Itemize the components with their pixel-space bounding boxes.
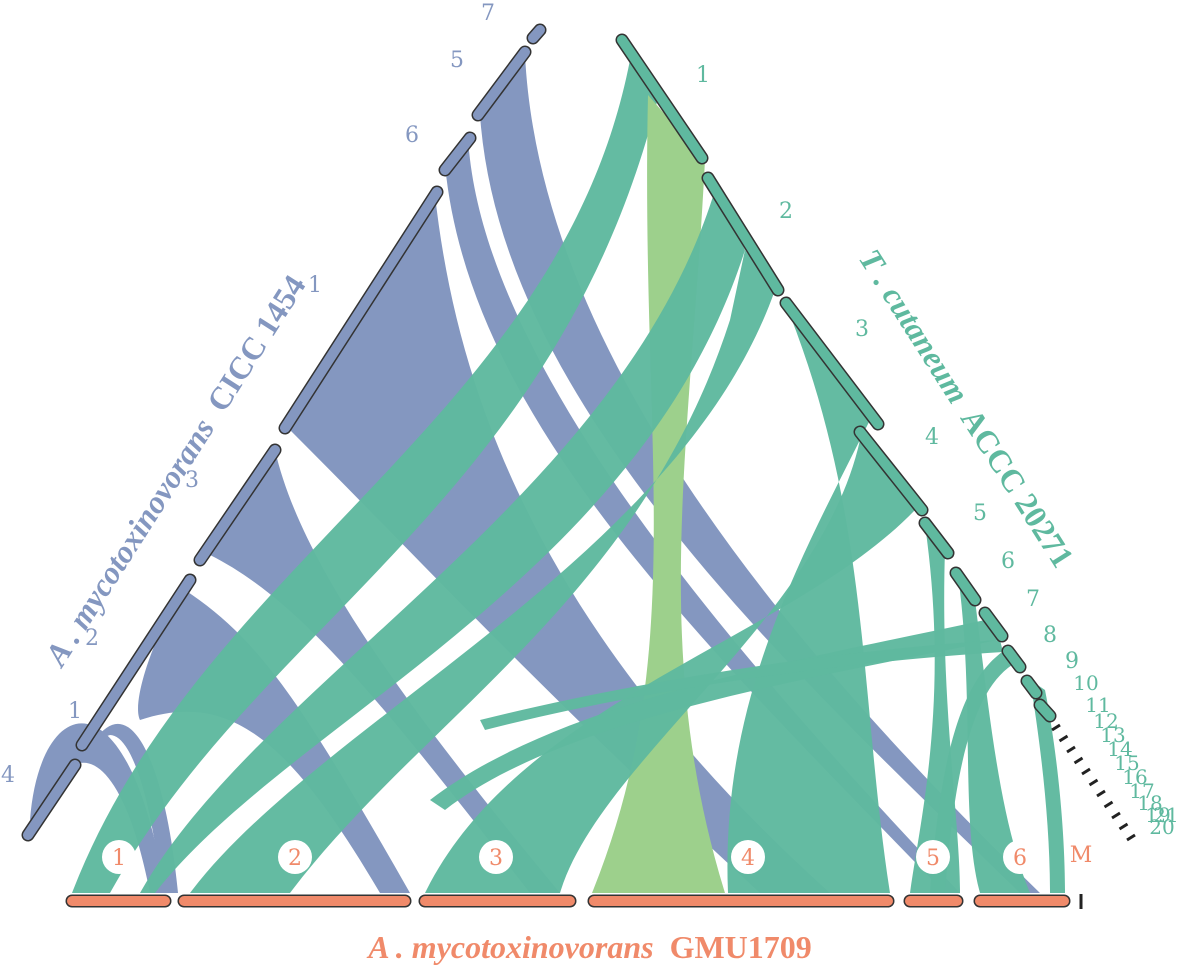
bottom-chromosome-label-3: 3 xyxy=(489,846,503,871)
bottom-chromosome-label-5: 5 xyxy=(926,846,940,871)
left-chromosome-bar-2 xyxy=(77,575,195,750)
right-chromosome-label-8: 8 xyxy=(1043,623,1057,648)
bottom-chromosome-badge-1 xyxy=(102,840,136,874)
right-chromosome-label-1: 1 xyxy=(696,63,710,88)
left-chromosome-label-1: 4 xyxy=(1,763,15,788)
right-scaffold-tick-13 xyxy=(1066,745,1076,754)
right-scaffold-tick-17 xyxy=(1096,789,1106,798)
right-chromosome-label-3: 3 xyxy=(855,317,869,342)
bottom-genome-title: A . mycotoxinovorans GMU1709 xyxy=(366,929,812,965)
right-chromosome-label-10: 10 xyxy=(1073,671,1098,695)
bottom-chromosome-badge-5 xyxy=(916,840,950,874)
bottom-chromosome-badge-3 xyxy=(479,840,513,874)
bottom-chromosome-badge-4 xyxy=(731,840,765,874)
left-genome-chromosomes xyxy=(21,23,547,842)
right-scaffold-tick-14 xyxy=(1073,756,1084,765)
left-title-strain: CICC 1454 xyxy=(199,269,312,418)
right-scaffold-tick-19 xyxy=(1111,811,1121,820)
left-chromosome-labels: 4 1 2 3 1 6 57 xyxy=(1,1,495,788)
right-chromosome-label-18: 18 xyxy=(1137,791,1162,815)
left-chromosome-label-4: 3 xyxy=(185,468,199,493)
right-scaffold-tick-15 xyxy=(1081,767,1091,776)
right-chromosome-bar-9 xyxy=(1022,676,1041,698)
right-title-strain: ACCC 20271 xyxy=(954,402,1081,574)
bottom-title-italic: A . mycotoxinovorans xyxy=(366,929,653,965)
right-chromosome-label-9: 9 xyxy=(1065,649,1079,674)
link-right-8-to-bottom-5 xyxy=(930,650,1012,893)
link-right-2-to-bottom-1 xyxy=(140,190,745,893)
right-chromosome-label-16: 16 xyxy=(1122,765,1147,789)
right-chromosome-label-7: 7 xyxy=(1026,587,1040,612)
right-chromosome-label-14: 14 xyxy=(1107,737,1132,761)
left-chromosome-label-5: 1 xyxy=(308,273,322,298)
link-left-1small-to-bottom-1 xyxy=(95,723,178,893)
right-chromosome-bar-1 xyxy=(617,35,707,163)
link-right-9-to-bottom-6 xyxy=(1030,680,1065,893)
right-chromosome-label-2: 2 xyxy=(779,199,793,224)
bottom-chromosome-labels: 1 2 3 4 5 6 M xyxy=(102,840,1092,874)
left-chromosome-bar-4 xyxy=(280,187,442,433)
right-chromosome-bar-10 xyxy=(1035,700,1055,721)
right-scaffold-tick-11 xyxy=(1051,723,1061,732)
link-right-4-to-bottom-3 xyxy=(425,440,915,893)
right-scaffold-tick-18 xyxy=(1103,800,1114,809)
right-chromosome-label-4: 4 xyxy=(925,425,939,450)
right-chromosome-label-13: 13 xyxy=(1100,723,1125,747)
synteny-links xyxy=(30,55,1065,893)
right-genome-chromosomes xyxy=(615,33,1136,842)
link-left-1-to-bottom-4 xyxy=(290,195,830,893)
link-right-6-to-bottom-6 xyxy=(958,575,1030,893)
bottom-chromosome-badge-2 xyxy=(278,840,312,874)
bottom-title-strain: GMU1709 xyxy=(670,929,812,965)
link-right-1-to-bottom-1 xyxy=(72,60,660,893)
right-chromosome-label-5: 5 xyxy=(973,501,987,526)
bottom-chromosome-label-6: 6 xyxy=(1013,846,1027,871)
right-chromosome-bar-8 xyxy=(1003,646,1025,672)
link-left-4-to-bottom-1 xyxy=(30,723,165,893)
right-scaffold-tick-21 xyxy=(1126,833,1136,842)
left-chromosome-bar-3 xyxy=(195,445,280,565)
left-chromosome-label-2: 1 xyxy=(68,699,82,724)
right-scaffold-tick-20 xyxy=(1118,822,1129,831)
right-chromosome-label-6: 6 xyxy=(1001,549,1015,574)
right-scaffold-tick-16 xyxy=(1088,778,1099,787)
right-chromosome-label-21: 21 xyxy=(1153,803,1178,827)
link-right-3-to-bottom-4 xyxy=(727,315,890,893)
left-chromosome-bar-6 xyxy=(473,47,530,120)
left-chromosome-bar-7 xyxy=(528,25,545,43)
bottom-mito-label: M xyxy=(1070,843,1093,868)
bottom-chromosome-label-1: 1 xyxy=(112,846,126,871)
right-chromosome-label-15: 15 xyxy=(1114,751,1139,775)
left-chromosome-bar-5 xyxy=(440,133,475,175)
left-chromosome-bar-1 xyxy=(23,760,80,840)
link-right-2-to-bottom-2 xyxy=(190,250,775,893)
left-chromosome-label-6: 6 xyxy=(405,123,419,148)
left-chromosome-label-7: 5 xyxy=(450,48,464,73)
right-chromosome-bar-3 xyxy=(781,298,883,429)
right-chromosome-label-19: 19 xyxy=(1145,803,1170,827)
left-chromosome-label-3: 2 xyxy=(85,626,99,651)
right-chromosome-bar-4 xyxy=(855,427,927,515)
link-right-5-to-bottom-5 xyxy=(910,525,960,893)
link-right-7-to-bottom-2 xyxy=(430,620,998,810)
right-scaffold-tick-12 xyxy=(1058,734,1069,743)
right-chromosome-bar-5 xyxy=(920,518,953,558)
right-chromosome-label-12: 12 xyxy=(1093,709,1118,733)
right-chromosome-bar-2 xyxy=(703,173,783,295)
left-chromosome-label-8: 7 xyxy=(481,1,495,26)
bottom-chromosome-label-2: 2 xyxy=(288,846,302,871)
bottom-chromosome-label-4: 4 xyxy=(741,846,755,871)
link-right-8-to-bottom-3-thin xyxy=(480,640,1003,730)
right-chromosome-label-11: 11 xyxy=(1085,693,1110,717)
right-chromosome-label-20: 20 xyxy=(1149,815,1174,839)
right-title-italic: T . cutaneum xyxy=(852,242,976,409)
right-chromosome-bar-7 xyxy=(980,608,1007,641)
bottom-chromosome-badge-6 xyxy=(1003,840,1037,874)
bottom-genome-chromosomes xyxy=(65,894,1083,909)
right-chromosome-label-17: 17 xyxy=(1129,779,1154,803)
right-chromosome-bar-6 xyxy=(951,568,980,605)
